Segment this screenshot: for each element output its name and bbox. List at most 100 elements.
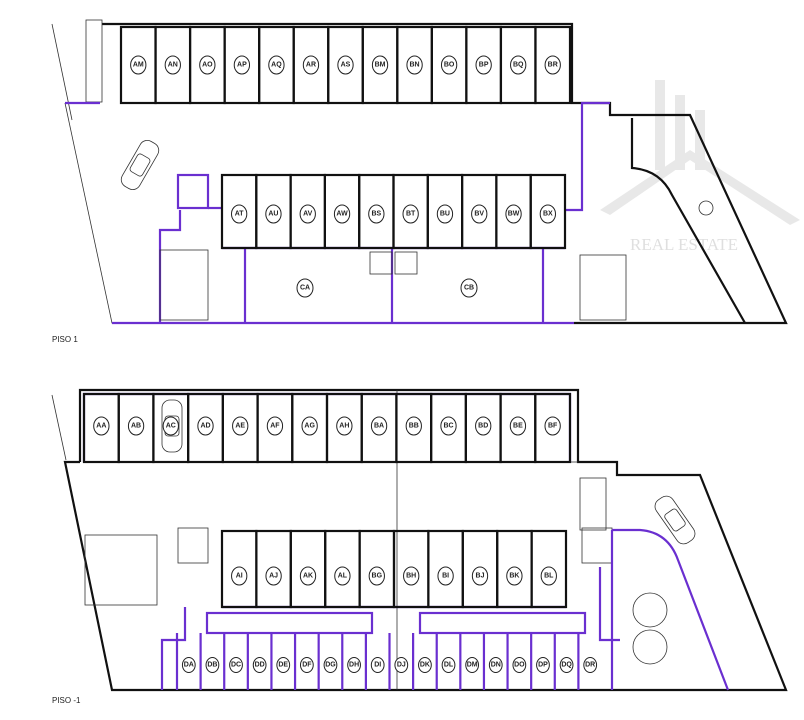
parking-space-dp[interactable]: DP (530, 633, 550, 690)
storage-room-cb[interactable]: CB (460, 278, 478, 298)
parking-space-dn[interactable]: DN (482, 633, 503, 690)
space-marker (323, 657, 338, 673)
parking-space-bh[interactable]: BH (392, 529, 430, 609)
parking-space-br[interactable]: BR (534, 25, 572, 105)
parking-space-bv[interactable]: BV (461, 173, 498, 250)
space-label: AA (96, 423, 106, 430)
parking-space-bb[interactable]: BB (395, 392, 433, 464)
storage-room-ca[interactable]: CA (296, 278, 314, 298)
parking-space-ar[interactable]: AR (292, 25, 330, 105)
parking-space-bj[interactable]: BJ (461, 529, 499, 609)
space-label: AK (303, 573, 313, 580)
parking-space-bm[interactable]: BM (361, 25, 399, 105)
parking-space-ah[interactable]: AH (325, 392, 363, 464)
parking-space-au[interactable]: AU (255, 173, 292, 250)
parking-space-af[interactable]: AF (256, 392, 294, 464)
parking-space-bs[interactable]: BS (358, 173, 395, 250)
space-marker (127, 416, 145, 436)
parking-space-dh[interactable]: DH (341, 633, 361, 690)
parking-space-av[interactable]: AV (289, 173, 327, 250)
parking-space-be[interactable]: BE (499, 392, 537, 464)
parking-space-bn[interactable]: BN (396, 25, 433, 105)
space-marker (441, 657, 456, 673)
parking-space-bq[interactable]: BQ (499, 25, 537, 105)
parking-space-de[interactable]: DE (270, 633, 291, 690)
parking-space-dl[interactable]: DL (435, 633, 456, 690)
parking-space-ag[interactable]: AG (291, 392, 329, 464)
parking-space-dd[interactable]: DD (246, 633, 267, 690)
parking-space-bo[interactable]: BO (430, 25, 468, 105)
parking-space-dc[interactable]: DC (223, 633, 243, 690)
parking-space-am[interactable]: AM (119, 25, 157, 105)
parking-space-ab[interactable]: AB (117, 392, 155, 464)
parking-space-bi[interactable]: BI (427, 529, 464, 609)
space-marker (402, 204, 419, 224)
parking-space-dq[interactable]: DQ (553, 633, 574, 690)
parking-space-bf[interactable]: BF (534, 392, 572, 464)
parking-space-ae[interactable]: AE (221, 392, 259, 464)
parking-space-aq[interactable]: AQ (258, 25, 295, 105)
parking-space-dm[interactable]: DM (459, 633, 480, 690)
space-marker (205, 657, 220, 673)
parking-space-bu[interactable]: BU (426, 173, 464, 250)
space-label: DQ (561, 662, 572, 669)
parking-space-bc[interactable]: BC (430, 392, 467, 464)
space-label: BC (443, 423, 453, 430)
parking-space-db[interactable]: DB (199, 633, 220, 690)
space-marker (370, 416, 388, 436)
space-marker (268, 55, 285, 75)
space-marker (371, 55, 389, 75)
parking-space-al[interactable]: AL (324, 529, 361, 609)
parking-space-do[interactable]: DO (506, 633, 527, 690)
parking-space-at[interactable]: AT (220, 173, 258, 250)
space-marker (440, 55, 458, 75)
parking-space-bl[interactable]: BL (530, 529, 568, 609)
parking-space-bg[interactable]: BG (358, 529, 396, 609)
parking-space-ak[interactable]: AK (289, 529, 327, 609)
space-label: DE (278, 662, 288, 669)
parking-space-dj[interactable]: DJ (388, 633, 409, 690)
parking-space-di[interactable]: DI (364, 633, 385, 690)
parking-space-aj[interactable]: AJ (255, 529, 292, 609)
parking-space-ao[interactable]: AO (188, 25, 226, 105)
space-label: BS (371, 211, 381, 218)
space-label: DP (538, 662, 548, 669)
space-label: BL (544, 573, 554, 580)
parking-space-dr[interactable]: DR (577, 633, 598, 690)
parking-space-bt[interactable]: BT (392, 173, 429, 250)
parking-space-ac[interactable]: AC (152, 392, 190, 464)
parking-space-bw[interactable]: BW (495, 173, 532, 250)
space-label: DC (231, 662, 241, 669)
parking-space-dg[interactable]: DG (317, 633, 338, 690)
space-label: AH (339, 423, 349, 430)
parking-space-bd[interactable]: BD (464, 392, 502, 464)
space-label: BV (474, 211, 484, 218)
parking-space-an[interactable]: AN (154, 25, 192, 105)
parking-space-da[interactable]: DA (175, 633, 196, 690)
space-marker (93, 416, 110, 436)
parking-space-aw[interactable]: AW (323, 173, 361, 250)
parking-space-df[interactable]: DF (293, 633, 314, 690)
parking-space-ap[interactable]: AP (223, 25, 261, 105)
space-marker (540, 566, 557, 586)
parking-space-ba[interactable]: BA (360, 392, 398, 464)
space-label: BB (409, 423, 419, 430)
space-marker (164, 55, 181, 75)
parking-space-as[interactable]: AS (327, 25, 364, 105)
room-label: CB (464, 285, 474, 292)
parking-space-dk[interactable]: DK (412, 633, 432, 690)
parking-space-ai[interactable]: AI (220, 529, 258, 609)
parking-space-bp[interactable]: BP (465, 25, 503, 105)
parking-space-bx[interactable]: BX (529, 173, 567, 250)
space-label: AN (168, 62, 178, 69)
space-marker (403, 566, 420, 586)
parking-space-ad[interactable]: AD (187, 392, 224, 464)
space-label: DD (255, 662, 265, 669)
space-marker (337, 55, 354, 75)
space-marker (231, 204, 248, 224)
space-marker (436, 204, 454, 224)
parking-space-bk[interactable]: BK (496, 529, 533, 609)
parking-space-aa[interactable]: AA (82, 392, 120, 464)
space-label: AM (133, 62, 144, 69)
